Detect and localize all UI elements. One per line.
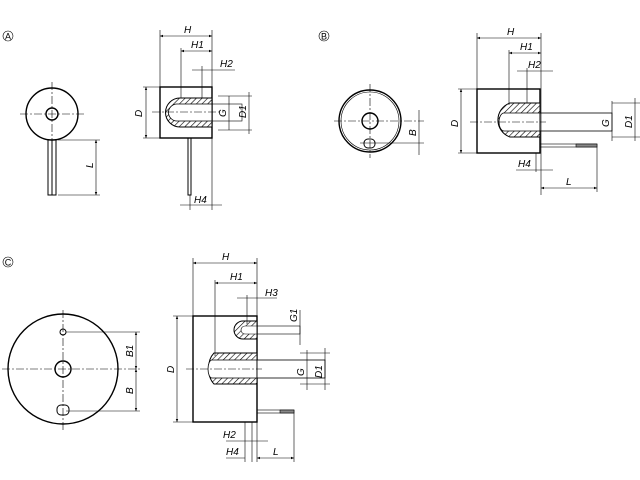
dim-H: H bbox=[222, 252, 230, 263]
dim-H: H bbox=[507, 27, 515, 38]
dim-H4: H4 bbox=[226, 447, 239, 458]
dim-D1: D1 bbox=[624, 115, 635, 128]
dim-G: G bbox=[601, 119, 612, 127]
dim-H4: H4 bbox=[518, 159, 531, 170]
variant-label-circle bbox=[2, 30, 14, 42]
dim-D: D bbox=[450, 120, 461, 127]
dim-L: L bbox=[85, 162, 96, 168]
dim-H2: H2 bbox=[528, 60, 541, 71]
dim-H: H bbox=[184, 25, 192, 36]
dim-H1: H1 bbox=[191, 40, 204, 51]
dim-D1: D1 bbox=[314, 365, 325, 378]
front-view: B1 B bbox=[2, 310, 140, 430]
dim-D: D bbox=[134, 110, 145, 117]
front-view: B bbox=[334, 84, 424, 158]
dim-H1: H1 bbox=[230, 272, 243, 283]
dim-H1: H1 bbox=[520, 42, 533, 53]
variant-c: C B1 B H H1 H3 G1 G D1 D H2 H4 L bbox=[2, 252, 330, 462]
dim-G: G bbox=[218, 109, 229, 117]
dim-B: B bbox=[125, 387, 136, 394]
dim-G1: G1 bbox=[289, 309, 300, 322]
side-view: H H1 H2 D G D1 H4 L bbox=[450, 27, 640, 195]
dim-H2: H2 bbox=[223, 430, 236, 441]
dim-L: L bbox=[273, 447, 279, 458]
dim-H2: H2 bbox=[220, 59, 233, 70]
dim-D1: D1 bbox=[238, 105, 249, 118]
dim-H4: H4 bbox=[194, 195, 207, 206]
dim-G: G bbox=[296, 368, 307, 376]
variant-label: A bbox=[5, 32, 11, 42]
variant-a: A L H H1 H2 D G D1 H4 bbox=[2, 25, 252, 210]
side-view: H H1 H2 D G D1 H4 bbox=[134, 25, 252, 210]
dim-D: D bbox=[166, 366, 177, 373]
variant-label: B bbox=[321, 32, 327, 42]
dim-H3: H3 bbox=[265, 288, 278, 299]
variant-label: C bbox=[5, 258, 12, 268]
dim-B: B bbox=[408, 129, 419, 136]
dim-L: L bbox=[566, 177, 572, 188]
variant-b: B B H H1 H2 D G D1 H4 L bbox=[318, 27, 640, 195]
front-view: L bbox=[20, 82, 100, 196]
dim-B1: B1 bbox=[125, 345, 136, 357]
side-view: H H1 H3 G1 G D1 D H2 H4 L bbox=[166, 252, 330, 462]
